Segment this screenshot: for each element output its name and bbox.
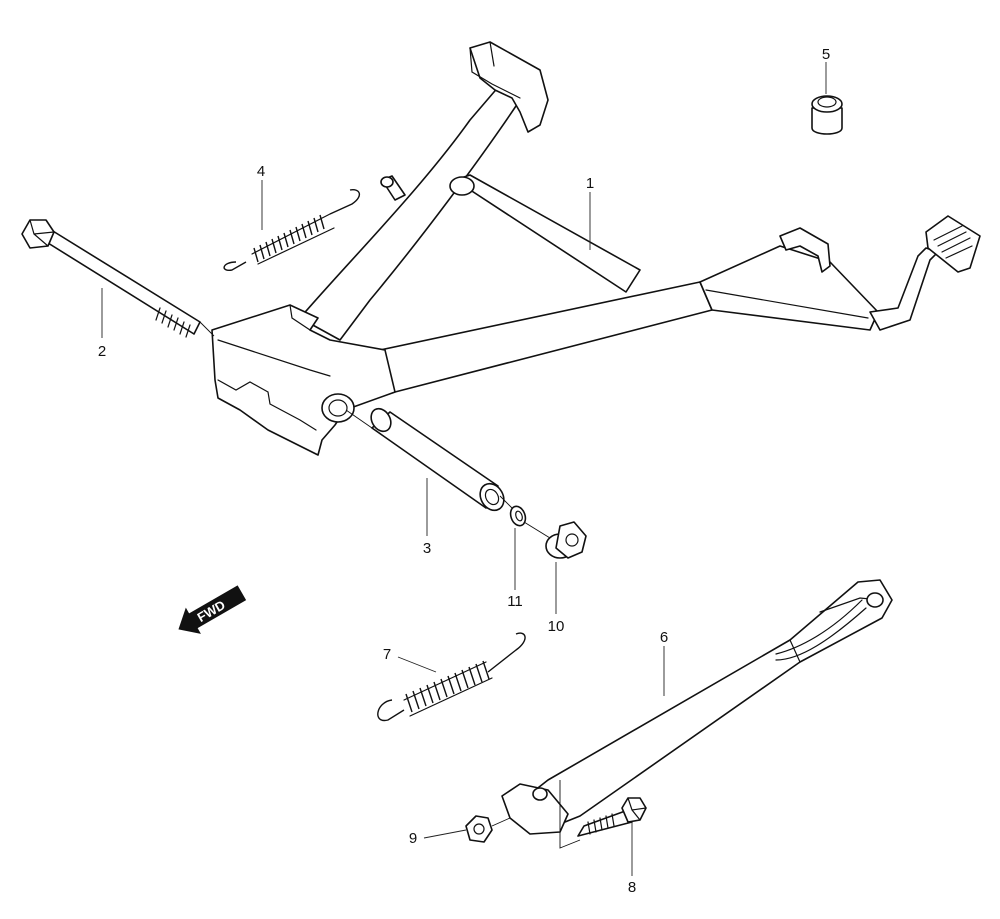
callout-8: 8 xyxy=(628,879,636,896)
callout-1: 1 xyxy=(586,175,594,192)
flange-nut-part[interactable] xyxy=(545,521,587,559)
callout-7: 7 xyxy=(383,646,391,663)
callout-9: 9 xyxy=(409,830,417,847)
forward-arrow-icon: FWD xyxy=(178,585,247,634)
rubber-stopper-part[interactable] xyxy=(811,95,843,135)
small-spring-part[interactable] xyxy=(223,189,360,271)
side-stand-nut-part[interactable] xyxy=(465,815,493,843)
assembly-lines xyxy=(199,321,581,849)
callout-5: 5 xyxy=(822,46,830,63)
washer-part[interactable] xyxy=(508,504,528,528)
callout-6: 6 xyxy=(660,629,668,646)
collar-tube-part[interactable] xyxy=(367,405,508,515)
main-stand-part[interactable] xyxy=(211,41,981,456)
callout-10: 10 xyxy=(548,618,565,635)
leader-lines xyxy=(101,62,827,876)
pivot-bolt-part[interactable] xyxy=(21,219,201,338)
side-stand-part[interactable] xyxy=(501,579,893,835)
callout-2: 2 xyxy=(98,343,106,360)
callout-11: 11 xyxy=(507,593,523,610)
callout-4: 4 xyxy=(257,163,265,180)
callout-3: 3 xyxy=(423,540,431,557)
side-stand-bolt-part[interactable] xyxy=(577,797,647,837)
large-spring-part[interactable] xyxy=(377,632,526,722)
